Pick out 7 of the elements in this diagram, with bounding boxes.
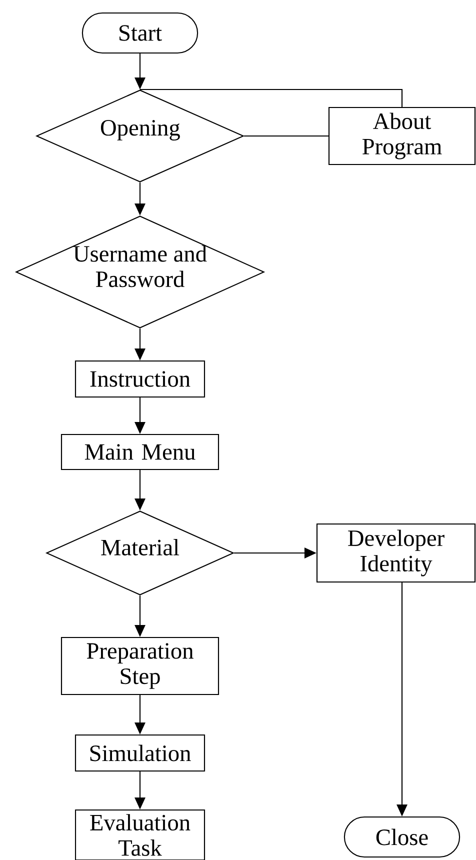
process-box: Preparation Step <box>60 636 220 696</box>
process-box: Instruction <box>74 360 206 398</box>
process-box: About Program <box>328 106 476 166</box>
process-box: Simulation <box>74 734 206 772</box>
process-box: Evaluation Task <box>74 809 206 860</box>
process-box: Developer Identity <box>316 523 476 583</box>
process-box: Main Menu <box>60 434 220 470</box>
